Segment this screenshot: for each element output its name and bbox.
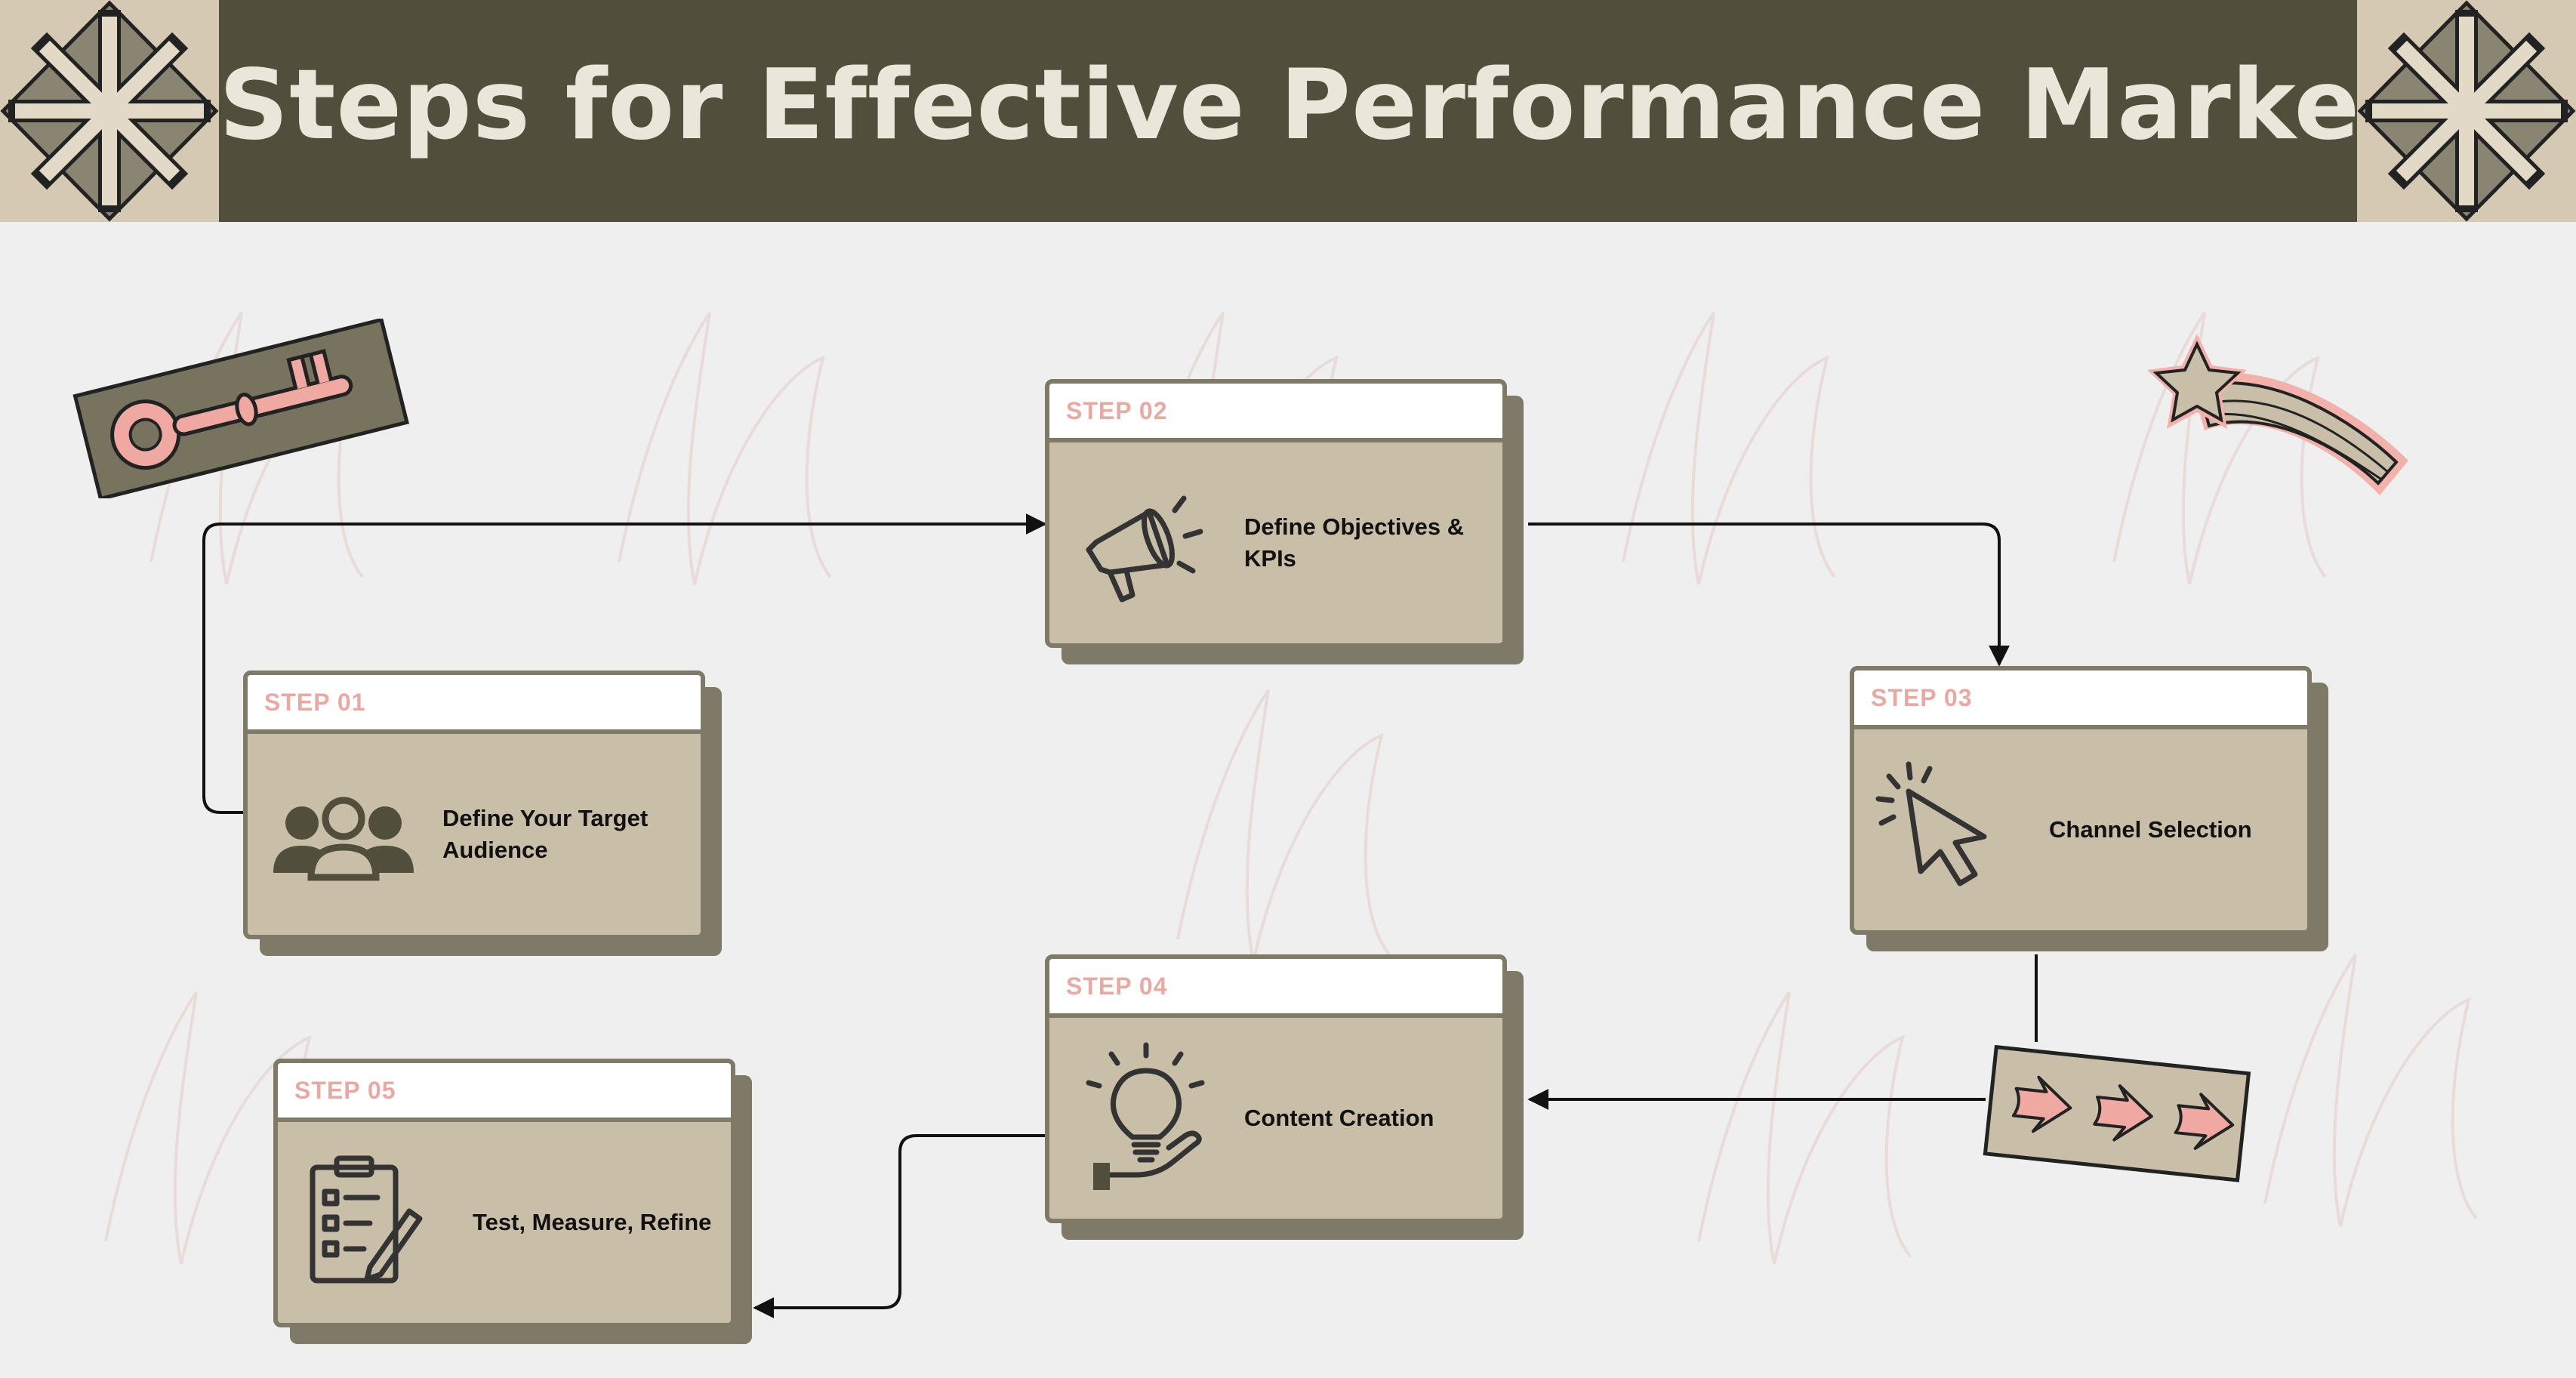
arrows-sticker-icon: [1983, 1044, 2251, 1182]
megaphone-icon: [1086, 495, 1203, 603]
card-body: STEP 01 Define Your Target Audience: [243, 671, 705, 939]
card-body: STEP 03 Channel Selection: [1850, 666, 2312, 935]
card-header-tab: [1049, 959, 1502, 1018]
card-header-tab: [278, 1063, 731, 1122]
connector-step4-step5: [753, 1134, 1045, 1318]
page-title: Steps for Effective Performance Marketin…: [219, 49, 2576, 162]
step-label: Define Your Target Audience: [442, 805, 649, 863]
key-sticker-icon: [72, 319, 409, 498]
step-number: STEP 02: [1066, 397, 1168, 424]
watermark-pattern: [104, 311, 2478, 1265]
card-header-tab: [1854, 671, 2307, 729]
asterisk-tile-icon: [0, 0, 219, 222]
step-card-03: STEP 03 Channel Selection: [1850, 666, 2328, 951]
step-label: Test, Measure, Refine: [473, 1209, 712, 1235]
step-card-02: STEP 02 Define Objectives & KPIs: [1045, 379, 1524, 664]
card-body: STEP 02 Define Objectives & KPIs: [1045, 379, 1507, 648]
step-number: STEP 03: [1871, 684, 1973, 711]
step-card-04: STEP 04 Content Creation: [1045, 954, 1524, 1240]
header-bar: [0, 0, 2576, 222]
step-label: Define Objectives & KPIs: [1244, 513, 1465, 572]
step-label: Content Creation: [1244, 1105, 1434, 1131]
connector-step1-step2: [202, 513, 1047, 814]
card-header-tab: [1049, 384, 1502, 442]
lightbulb-hand-icon: [1086, 1042, 1205, 1190]
step-number: STEP 04: [1066, 973, 1168, 1000]
asterisk-tile-icon: [2357, 0, 2576, 222]
clipboard-checklist-icon: [310, 1155, 423, 1284]
shooting-star-sticker-icon: [2147, 334, 2408, 495]
card-header-tab: [248, 675, 701, 734]
step-number: STEP 05: [294, 1077, 396, 1104]
step-card-01: STEP 01 Define Your Target Audience: [243, 671, 722, 956]
connector-step2-step3: [1528, 523, 2010, 667]
audience-group-icon: [273, 797, 414, 881]
step-label: Channel Selection: [2049, 816, 2252, 843]
card-body: STEP 04 Content Creation: [1045, 954, 1507, 1223]
step-card-05: STEP 05 Test, Measure, Refine: [273, 1059, 752, 1344]
card-body: STEP 05 Test, Measure, Refine: [273, 1059, 735, 1327]
step-number: STEP 01: [264, 689, 366, 716]
cursor-click-icon: [1875, 761, 1987, 886]
